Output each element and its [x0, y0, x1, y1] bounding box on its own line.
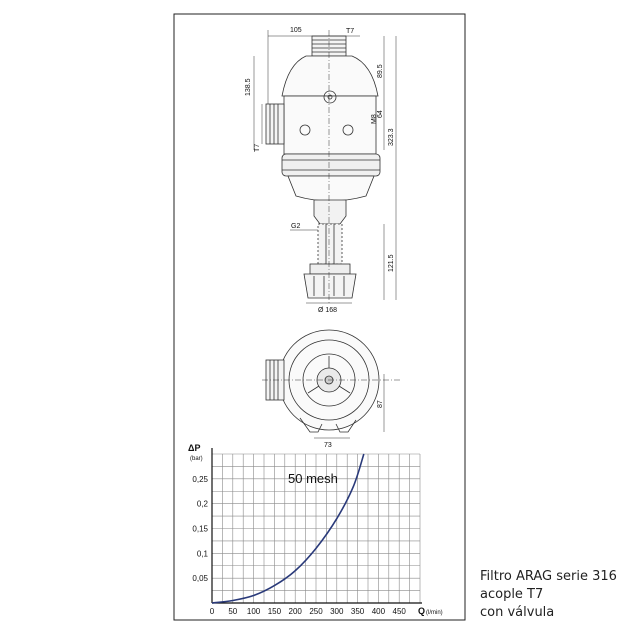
- x-axis-symbol: Q: [418, 606, 425, 616]
- filter-side-view: [265, 30, 381, 304]
- y-axis-symbol: ΔP: [188, 443, 200, 453]
- x-tick-label: 50: [228, 607, 237, 616]
- caption-line-1: Filtro ARAG serie 316: [480, 569, 617, 584]
- caption-line-2: acople T7: [480, 587, 544, 602]
- caption-line-3: con válvula: [480, 605, 555, 620]
- x-tick-label: 150: [268, 607, 282, 616]
- dim-64: 64: [377, 110, 384, 118]
- y-tick-label: 0,2: [197, 500, 209, 509]
- dim-121-5: 121.5: [388, 254, 395, 272]
- dim-t7-side: T7: [254, 144, 261, 152]
- x-tick-label: 400: [372, 607, 386, 616]
- x-tick-label: 200: [289, 607, 303, 616]
- y-tick-label: 0,05: [192, 574, 208, 583]
- filter-top-view: [262, 329, 400, 433]
- y-tick-label: 0,15: [192, 525, 208, 534]
- chart-tick-labels: 0 50 100 150 200 250 300 350 400 450 0,05 0,1 0,15 0,…: [192, 475, 406, 616]
- dim-87: 87: [377, 400, 384, 408]
- chart-series: [211, 453, 365, 604]
- dimension-lines: [253, 30, 397, 304]
- y-tick-label: 0,1: [197, 549, 209, 558]
- dim-73: 73: [324, 442, 332, 449]
- x-tick-label: 300: [330, 607, 344, 616]
- chart-axes: [211, 448, 422, 604]
- dim-t7-top: T7: [346, 28, 354, 35]
- x-tick-label: 250: [309, 607, 323, 616]
- series-label-50-mesh: 50 mesh: [288, 471, 338, 486]
- y-tick-label: 0,25: [192, 475, 208, 484]
- dim-138-5: 138.5: [245, 78, 252, 96]
- dim-m8: M8: [371, 114, 378, 124]
- dim-diameter-168: Ø 168: [318, 307, 337, 314]
- series-line-50-mesh: [211, 453, 365, 604]
- x-axis-unit: (l/min): [426, 610, 443, 616]
- x-tick-label: 350: [351, 607, 365, 616]
- x-tick-label: 0: [210, 607, 215, 616]
- sheet-frame: [173, 13, 466, 621]
- dim-105: 105: [290, 27, 302, 34]
- x-tick-label: 100: [247, 607, 261, 616]
- x-tick-label: 450: [393, 607, 407, 616]
- dim-89-5: 89.5: [377, 64, 384, 78]
- y-axis-unit: (bar): [190, 456, 203, 462]
- dim-323-3: 323.3: [388, 128, 395, 146]
- dim-g2: G2: [291, 223, 300, 230]
- pressure-drop-chart: ΔP (bar) 0 50 100 150 200 250 300 350 400 450 0,05…: [188, 443, 443, 616]
- chart-grid: [212, 453, 421, 603]
- top-view-dimension-lines: [314, 374, 385, 439]
